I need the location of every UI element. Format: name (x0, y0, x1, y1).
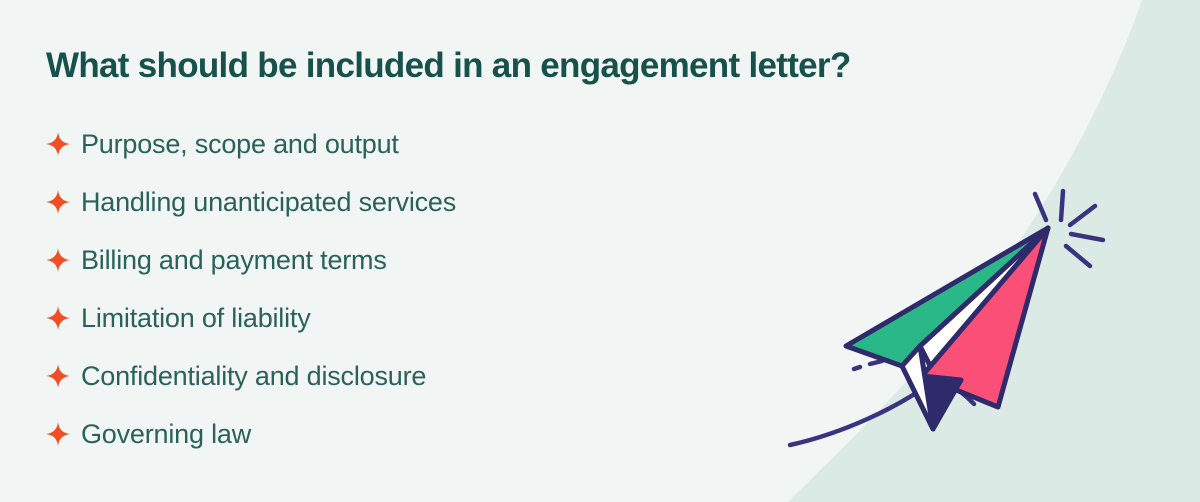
list-item-label: Governing law (81, 419, 251, 449)
list-item: Purpose, scope and output (46, 115, 746, 173)
motion-trail-upper-dash-1 (867, 358, 885, 367)
list-item: Limitation of liability (46, 289, 746, 347)
list-item: Governing law (46, 405, 746, 463)
sparkle-icon (46, 364, 70, 388)
sparkle-icon (46, 422, 70, 446)
list-item-label: Handling unanticipated services (81, 187, 457, 217)
text-content-block: What should be included in an engagement… (46, 44, 851, 463)
sparkle-line-1 (1032, 191, 1049, 223)
paper-airplane-illustration (770, 180, 1110, 480)
sparkle-icon (46, 248, 70, 272)
inclusions-list: Purpose, scope and output Handling unant… (46, 115, 746, 463)
sparkle-line-3 (1067, 203, 1098, 228)
sparkle-line-2 (1058, 188, 1066, 223)
sparkle-line-5 (1063, 243, 1093, 269)
list-item-label: Billing and payment terms (81, 245, 387, 275)
list-item-label: Purpose, scope and output (81, 129, 399, 159)
motion-trail-upper-dash-2 (851, 364, 863, 372)
page-title: What should be included in an engagement… (46, 46, 851, 85)
sparkle-line-4 (1068, 231, 1106, 243)
list-item-label: Limitation of liability (81, 303, 311, 333)
sparkle-icon (46, 190, 70, 214)
list-item: Handling unanticipated services (46, 173, 746, 231)
list-item-label: Confidentiality and disclosure (81, 361, 427, 391)
sparkle-icon (46, 306, 70, 330)
list-item: Billing and payment terms (46, 231, 746, 289)
list-item: Confidentiality and disclosure (46, 347, 746, 405)
sparkle-icon (46, 132, 70, 156)
